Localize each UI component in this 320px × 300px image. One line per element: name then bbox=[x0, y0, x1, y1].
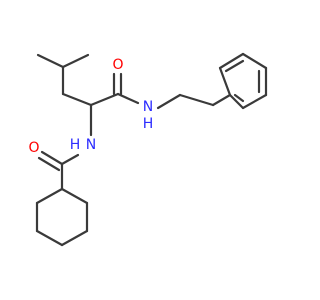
bond-methyl-left bbox=[36, 53, 65, 69]
bond-ch2-to-alpha bbox=[61, 92, 93, 107]
bond-carbonyl-o-left-1 bbox=[40, 150, 64, 166]
bond-carbonyl-to-n bbox=[116, 92, 140, 105]
bond-carbonyl-o-left-2 bbox=[37, 156, 61, 172]
atom-h-top: H bbox=[143, 116, 154, 132]
atom-n-top: N bbox=[143, 99, 153, 115]
chemical-structure-canvas: O N H N H O bbox=[28, 52, 268, 247]
bond-methyl-right bbox=[61, 53, 90, 69]
bond-nh-to-carbonyl-left bbox=[60, 153, 80, 166]
atom-o-top: O bbox=[112, 57, 123, 73]
bond-ring-2 bbox=[218, 52, 245, 70]
atom-o-left: O bbox=[28, 140, 39, 156]
molecule-drawing: O N H N H O bbox=[28, 52, 268, 247]
bond-ring-3 bbox=[241, 52, 268, 70]
bond-ring-5 bbox=[241, 93, 268, 110]
bond-n-to-ch2-a bbox=[156, 93, 182, 110]
bond-ch2-b-to-ring bbox=[211, 93, 232, 107]
bond-alpha-to-carbonyl bbox=[89, 92, 120, 107]
bond-ch2-a-to-ch2-b bbox=[178, 93, 215, 107]
bond-ring-1 bbox=[218, 66, 232, 97]
bond-cyclohexane-3 bbox=[35, 229, 64, 247]
bond-cyclohexane-4 bbox=[60, 229, 89, 247]
bond-ring-inner-3 bbox=[233, 93, 245, 103]
bond-ring-inner-1 bbox=[224, 59, 245, 73]
bond-cyclohexane-6 bbox=[60, 187, 89, 205]
bond-ring-6 bbox=[228, 93, 245, 110]
atom-n-mid: N bbox=[86, 137, 96, 153]
bond-cyclohexane-1 bbox=[35, 187, 64, 205]
atom-h-mid: H bbox=[70, 137, 81, 153]
